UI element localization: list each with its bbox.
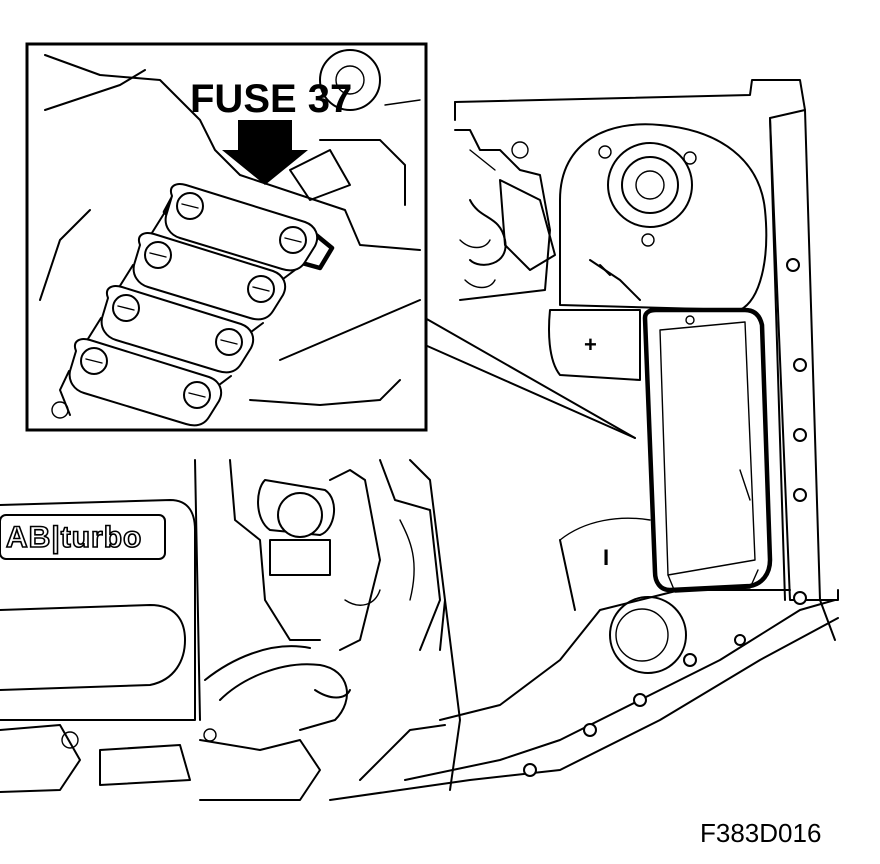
fuse-37-label: FUSE 37 <box>190 77 352 121</box>
filler-cap: I <box>603 545 687 674</box>
brand-badge: AB|turbo <box>6 521 142 554</box>
engine-bay-view: + I AB|turbo <box>0 79 839 801</box>
terminal-minus-symbol: I <box>603 545 609 570</box>
fuse-37-arrow <box>222 120 308 185</box>
brand-badge-plate <box>0 514 166 560</box>
fuse-box <box>642 307 773 593</box>
inset-detail: FUSE 37 <box>25 42 636 439</box>
battery-terminal-plate: + <box>548 309 641 381</box>
strut-tower <box>559 123 768 311</box>
engine-components-upper <box>454 129 641 301</box>
panel-holes <box>523 258 807 777</box>
fuse-holder <box>85 285 255 392</box>
figure-id: F383D016 <box>700 818 821 848</box>
fuse-holder <box>59 338 223 427</box>
engine-cover: AB|turbo <box>0 459 201 721</box>
pointer-line-lower <box>424 344 636 439</box>
fuse-holders <box>59 183 335 427</box>
engine-components-center <box>0 459 461 801</box>
pointer-line-upper <box>424 317 636 439</box>
terminal-plus-symbol: + <box>584 332 597 357</box>
